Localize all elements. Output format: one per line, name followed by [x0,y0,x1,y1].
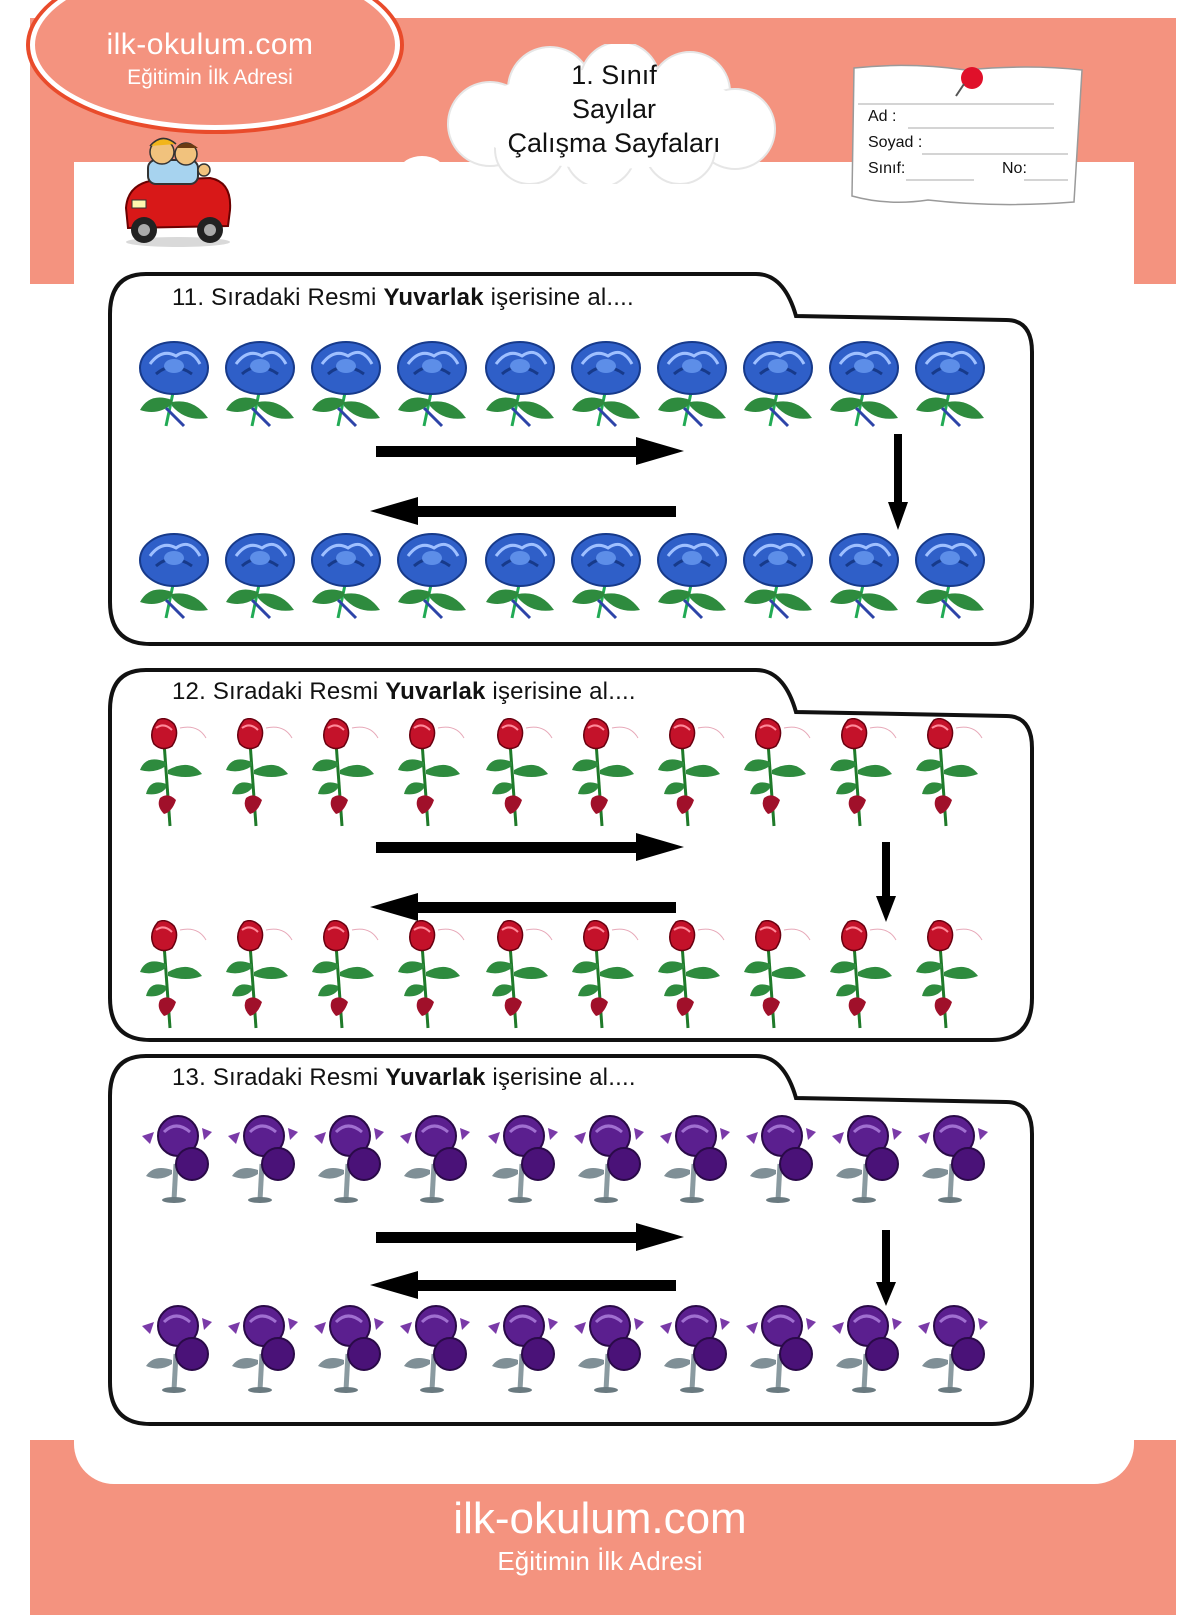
name-label: Ad : [868,108,897,125]
purple-flower-icon[interactable] [654,1304,730,1399]
blue-rose-icon[interactable] [654,338,730,435]
red-rose-icon[interactable] [912,717,988,835]
purple-flower-icon[interactable] [222,1304,298,1399]
arrow-down-icon [876,842,896,922]
blue-rose-icon[interactable] [568,338,644,435]
logo-subtitle: Eğitimin İlk Adresi [127,66,293,89]
purple-flower-icon[interactable] [912,1114,988,1209]
purple-flower-icon[interactable] [568,1304,644,1399]
purple-flower-icon[interactable] [654,1114,730,1209]
purple-flower-icon[interactable] [136,1114,212,1209]
blue-rose-icon[interactable] [308,338,384,435]
red-rose-icon[interactable] [308,717,384,835]
red-rose-icon[interactable] [568,717,644,835]
red-rose-icon[interactable] [222,919,298,1037]
purple-flower-icon[interactable] [136,1304,212,1399]
blue-rose-icon[interactable] [482,530,558,627]
red-rose-icon[interactable] [394,919,470,1037]
class-label: Sınıf: [868,160,906,177]
worksheet-title: 1. Sınıf Sayılar Çalışma Sayfaları [480,58,748,160]
blue-rose-icon[interactable] [654,530,730,627]
purple-flower-icon[interactable] [482,1114,558,1209]
arrow-down-icon [876,1230,896,1306]
blue-rose-icon[interactable] [394,530,470,627]
red-rose-icon[interactable] [308,919,384,1037]
arrow-down-icon [888,434,908,530]
purple-flower-icon[interactable] [482,1304,558,1399]
purple-flower-icon[interactable] [826,1304,902,1399]
purple-flower-icon[interactable] [740,1114,816,1209]
red-rose-icon[interactable] [568,919,644,1037]
instruction-11: 11. Sıradaki Resmi Yuvarlak işerisine al… [172,284,634,311]
arrow-right-icon [376,437,684,465]
purple-flower-icon[interactable] [912,1304,988,1399]
exercise-box-11: 11. Sıradaki Resmi Yuvarlak işerisine al… [106,272,1038,648]
blue-rose-icon[interactable] [568,530,644,627]
blue-rose-icon[interactable] [740,338,816,435]
blue-rose-icon[interactable] [826,530,902,627]
car-illustration [124,137,232,247]
footer-slogan: Eğitimin İlk Adresi [497,1546,703,1576]
instruction-13: 13. Sıradaki Resmi Yuvarlak işerisine al… [172,1064,636,1091]
blue-rose-icon[interactable] [394,338,470,435]
red-rose-icon[interactable] [222,717,298,835]
blue-rose-icon[interactable] [222,530,298,627]
footer-site-name: ilk-okulum.com [453,1494,747,1543]
red-rose-icon[interactable] [654,717,730,835]
red-rose-icon[interactable] [740,717,816,835]
purple-flower-icon[interactable] [568,1114,644,1209]
blue-rose-icon[interactable] [136,338,212,435]
red-rose-icon[interactable] [826,717,902,835]
title-line-1: 1. Sınıf [571,60,657,90]
purple-flower-icon[interactable] [308,1114,384,1209]
purple-flower-icon[interactable] [740,1304,816,1399]
arrow-left-icon [370,497,676,525]
blue-rose-icon[interactable] [136,530,212,627]
footer-frame-inner [74,1440,1134,1484]
blue-rose-icon[interactable] [826,338,902,435]
instruction-12: 12. Sıradaki Resmi Yuvarlak işerisine al… [172,678,636,705]
blue-rose-icon[interactable] [912,338,988,435]
purple-flower-icon[interactable] [222,1114,298,1209]
purple-flower-icon[interactable] [394,1114,470,1209]
red-rose-icon[interactable] [482,919,558,1037]
red-rose-icon[interactable] [740,919,816,1037]
blue-rose-icon[interactable] [308,530,384,627]
surname-label: Soyad : [868,134,923,151]
number-label: No: [1002,160,1027,177]
title-cloud [447,44,776,184]
exercise-box-12: 12. Sıradaki Resmi Yuvarlak işerisine al… [106,668,1038,1044]
red-rose-icon[interactable] [912,919,988,1037]
red-rose-icon[interactable] [136,919,212,1037]
arrow-left-icon [370,893,676,921]
arrow-right-icon [376,833,684,861]
title-line-2: Sayılar [571,94,657,124]
blue-rose-icon[interactable] [482,338,558,435]
red-rose-icon[interactable] [654,919,730,1037]
red-rose-icon[interactable] [394,717,470,835]
exercise-box-13: 13. Sıradaki Resmi Yuvarlak işerisine al… [106,1054,1038,1428]
direction-arrows [370,434,908,530]
name-card [851,64,1083,206]
arrow-right-icon [376,1223,684,1251]
purple-flower-icon[interactable] [826,1114,902,1209]
blue-rose-icon[interactable] [740,530,816,627]
logo-title: ilk-okulum.com [106,28,314,61]
direction-arrows [370,1223,896,1306]
red-rose-icon[interactable] [482,717,558,835]
direction-arrows [370,833,896,922]
blue-rose-icon[interactable] [912,530,988,627]
blue-rose-icon[interactable] [222,338,298,435]
purple-flower-icon[interactable] [394,1304,470,1399]
arrow-left-icon [370,1271,676,1299]
pushpin-icon [961,67,983,89]
red-rose-icon[interactable] [826,919,902,1037]
red-rose-icon[interactable] [136,717,212,835]
thought-puffs [256,156,444,219]
purple-flower-icon[interactable] [308,1304,384,1399]
title-line-3: Çalışma Sayfaları [507,128,721,158]
